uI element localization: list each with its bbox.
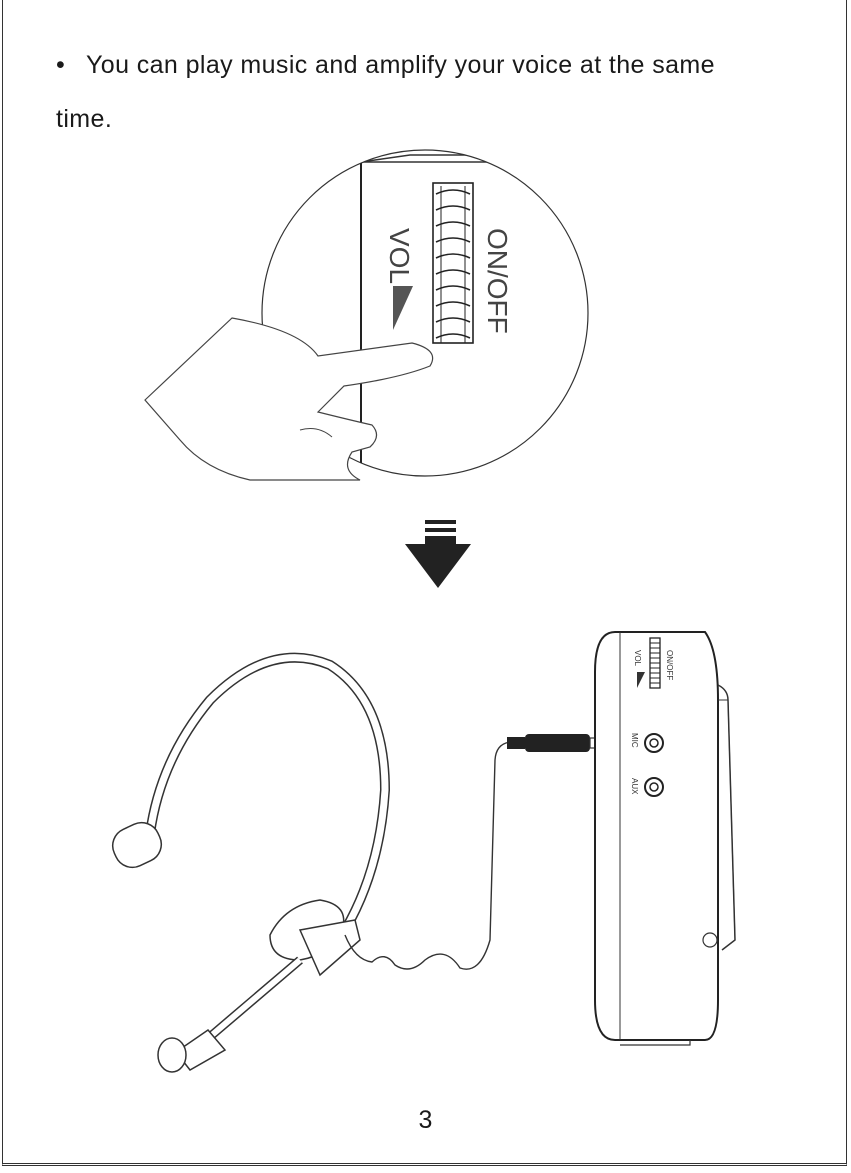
headset-cable (345, 742, 510, 969)
volume-closeup: VOL ON/OFF (145, 140, 600, 480)
device-side-view: VOL ON/OFF MIC AUX (595, 632, 735, 1045)
belt-clip (718, 685, 735, 950)
closeup-power-label: ON/OFF (482, 228, 513, 334)
headset-illustration (107, 658, 510, 1072)
device-mic-label: MIC (630, 733, 639, 748)
device-body (595, 632, 718, 1040)
down-arrow-icon (405, 520, 471, 588)
headset-pad (107, 817, 167, 874)
volume-wheel (433, 183, 473, 343)
device-power-label: ON/OFF (665, 650, 674, 680)
page-number: 3 (0, 1106, 851, 1135)
microphone-head (158, 1038, 186, 1072)
device-vol-label: VOL (633, 650, 642, 667)
closeup-vol-label: VOL (384, 228, 415, 284)
device-aux-label: AUX (630, 778, 639, 795)
